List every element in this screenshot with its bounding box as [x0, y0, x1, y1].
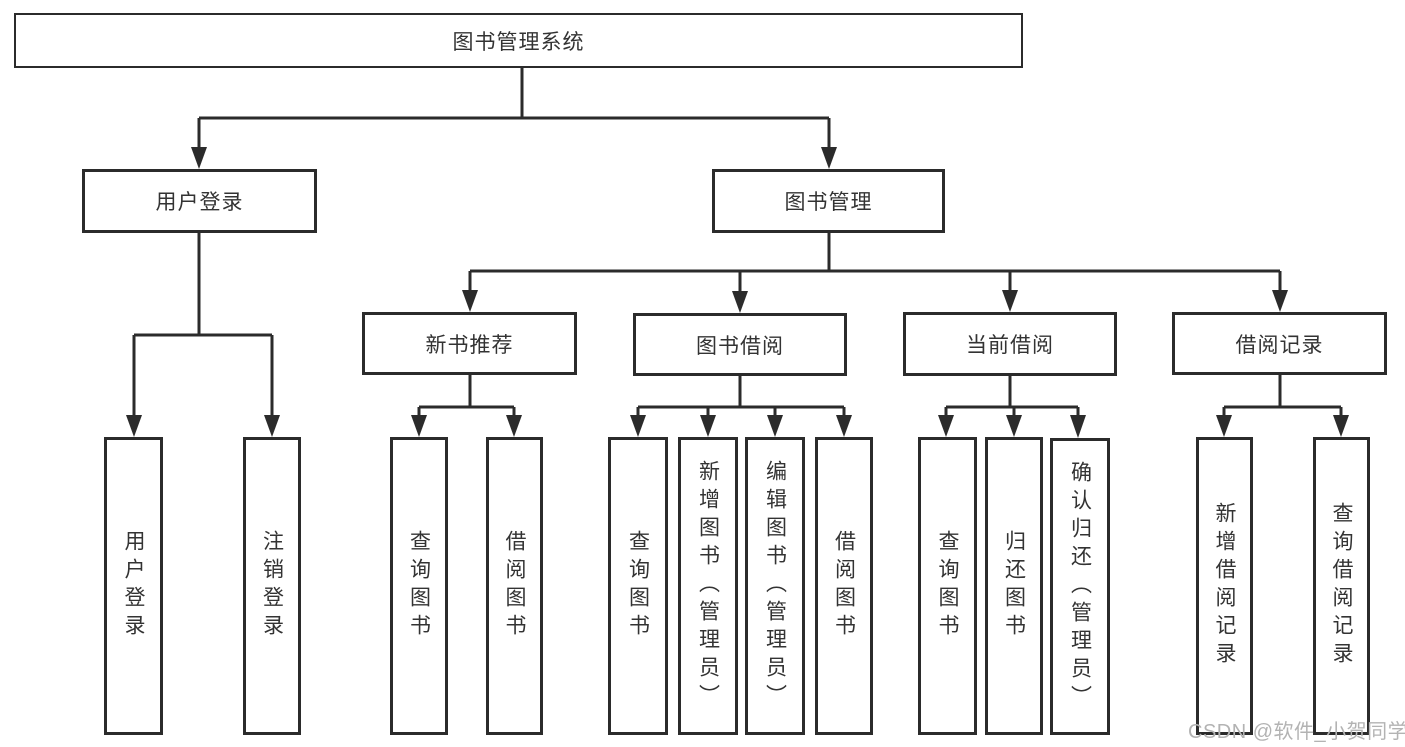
leaf-query-books-current: 查询图书: [918, 437, 977, 735]
arrow-to-new-book: [462, 290, 478, 312]
arrow-leaf-8: [836, 415, 852, 437]
connector-bookborrow-to-leaves: [636, 376, 846, 420]
arrow-to-current-borrowing: [1002, 290, 1018, 312]
arrow-leaf-7: [767, 415, 783, 437]
arrow-to-book-borrowing: [732, 291, 748, 313]
node-book-management: 图书管理: [712, 169, 945, 233]
leaf-borrow-books-recommend: 借阅图书: [486, 437, 543, 735]
connector-currentborrow-to-leaves: [944, 376, 1080, 420]
leaf-logout: 注销登录: [243, 437, 301, 735]
connector-newbook-to-leaves: [417, 375, 516, 420]
leaf-return-books: 归还图书: [985, 437, 1043, 735]
arrow-leaf-6: [700, 415, 716, 437]
leaf-confirm-return-admin: 确认归还（管理员）: [1050, 438, 1110, 735]
arrow-leaf-13: [1333, 415, 1349, 437]
arrow-leaf-2: [264, 415, 280, 437]
leaf-query-books-recommend: 查询图书: [390, 437, 448, 735]
node-book-borrowing: 图书借阅: [633, 313, 847, 376]
arrow-leaf-5: [630, 415, 646, 437]
leaf-user-login: 用户登录: [104, 437, 163, 735]
leaf-add-borrow-record: 新增借阅记录: [1196, 437, 1253, 735]
node-borrowing-records: 借阅记录: [1172, 312, 1387, 375]
node-root-system: 图书管理系统: [14, 13, 1023, 68]
leaf-query-borrow-record: 查询借阅记录: [1313, 437, 1370, 735]
arrow-leaf-10: [1006, 415, 1022, 437]
arrow-to-borrow-records: [1272, 290, 1288, 312]
node-new-book-recommend: 新书推荐: [362, 312, 577, 375]
arrow-leaf-3: [411, 415, 427, 437]
leaf-query-books-borrowing: 查询图书: [608, 437, 668, 735]
connector-root-to-level2: [197, 66, 831, 150]
arrow-to-book-management: [821, 147, 837, 169]
connector-userlogin-to-leaves: [132, 233, 274, 418]
arrow-leaf-4: [506, 415, 522, 437]
leaf-borrow-books-borrowing: 借阅图书: [815, 437, 873, 735]
arrow-leaf-12: [1216, 415, 1232, 437]
leaf-add-book-admin: 新增图书（管理员）: [678, 437, 738, 735]
arrow-leaf-9: [938, 415, 954, 437]
arrow-leaf-11: [1070, 415, 1086, 438]
node-user-login: 用户登录: [82, 169, 317, 233]
arrowheads: [126, 147, 1349, 438]
connector-bookmgmt-to-level3: [468, 233, 1282, 294]
arrow-to-user-login: [191, 147, 207, 169]
leaf-edit-book-admin: 编辑图书（管理员）: [745, 437, 805, 735]
watermark-text: CSDN @软件_小贺同学: [1188, 721, 1405, 743]
arrow-leaf-1: [126, 415, 142, 437]
node-current-borrowing: 当前借阅: [903, 312, 1117, 376]
connector-records-to-leaves: [1222, 375, 1343, 420]
